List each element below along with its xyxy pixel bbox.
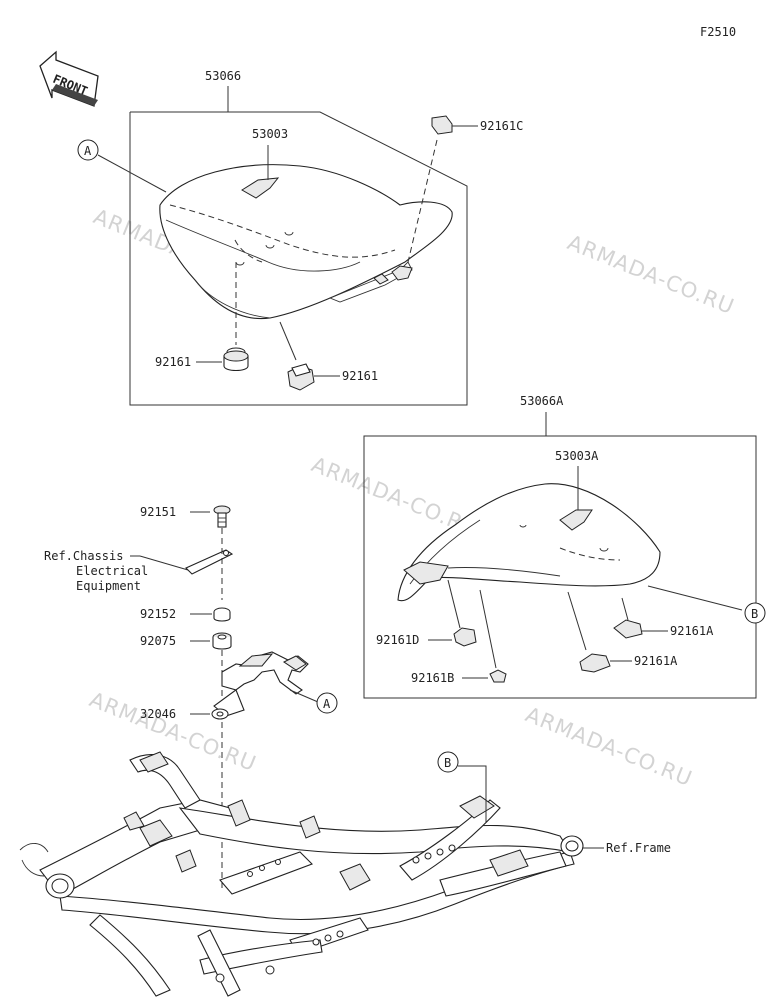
front-seat — [159, 164, 453, 320]
damper-92161a-lower — [579, 653, 611, 673]
label-92152: 92152 — [140, 607, 176, 621]
damper-92161c — [431, 115, 453, 135]
damper-92161-right — [287, 363, 315, 391]
label-92161a-upper: 92161A — [670, 624, 714, 638]
main-frame — [19, 751, 584, 997]
ref-chassis-line2: Electrical — [76, 564, 148, 578]
label-92161c: 92161C — [480, 119, 523, 133]
damper-92161d — [453, 627, 477, 647]
svg-text:B: B — [751, 607, 758, 621]
label-92161a-lower: 92161A — [634, 654, 678, 668]
label-32046: 32046 — [140, 707, 176, 721]
rear-seat — [397, 483, 661, 602]
callout-b-lower: B — [437, 751, 459, 773]
damper-92161a-upper — [613, 619, 643, 639]
label-53003a: 53003A — [555, 449, 599, 463]
callout-b-right: B — [744, 602, 766, 624]
label-92161-left: 92161 — [155, 355, 191, 369]
harness-clamp — [185, 549, 234, 575]
label-92161d: 92161D — [376, 633, 419, 647]
collar-92152 — [213, 607, 231, 622]
bolt-92151 — [213, 505, 231, 528]
label-53066: 53066 — [205, 69, 241, 83]
figure-code: F2510 — [700, 25, 736, 39]
svg-text:A: A — [323, 697, 331, 711]
damper-92161-left — [223, 347, 249, 372]
group-box-rear-seat — [363, 435, 757, 699]
bracket-32046 — [211, 651, 309, 720]
label-92075: 92075 — [140, 634, 176, 648]
svg-text:A: A — [84, 144, 92, 158]
damper-92161b — [489, 669, 507, 683]
ref-chassis-line3: Equipment — [76, 579, 141, 593]
ref-frame: Ref.Frame — [606, 841, 671, 855]
callout-a-top: A — [77, 139, 99, 161]
group-box-front-seat — [129, 111, 468, 406]
watermark-5: ARMADA-CO.RU — [522, 702, 696, 791]
front-arrow-icon: FRONT — [39, 50, 99, 107]
watermark-2: ARMADA-CO.RU — [564, 230, 738, 319]
callout-a-lower: A — [316, 692, 338, 714]
label-53066a: 53066A — [520, 394, 564, 408]
label-53003: 53003 — [252, 127, 288, 141]
label-92151: 92151 — [140, 505, 176, 519]
label-92161b: 92161B — [411, 671, 454, 685]
grommet-92075 — [212, 632, 232, 650]
label-92161-right: 92161 — [342, 369, 378, 383]
svg-text:B: B — [444, 756, 451, 770]
ref-chassis-line1: Ref.Chassis — [44, 549, 123, 563]
